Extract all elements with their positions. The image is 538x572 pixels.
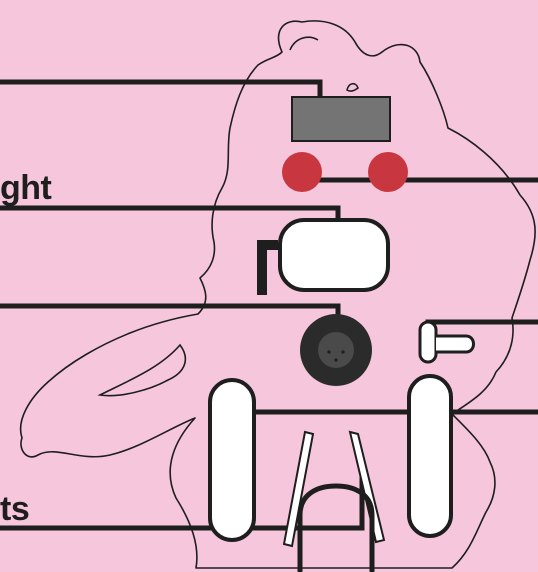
label-nuts-fragment: ts [0,490,30,528]
creature-outline [19,20,536,569]
side-button-body [418,320,438,364]
creature-eye-mark [346,82,359,92]
light-block [278,218,390,292]
wheel-dot-3 [334,358,338,362]
leader-lines [0,79,538,531]
pad-left [208,378,256,542]
leader-line-pads [227,409,538,459]
leader-line-red-buttons [301,175,538,183]
leader-line-wheel [0,303,341,348]
label-light-fragment: ght [0,169,52,207]
red-button-right [368,152,408,192]
grey-panel [291,96,391,142]
wheel-dot-2 [341,350,345,354]
red-button-left [282,152,322,192]
stick-right [348,430,386,544]
creature-arm-detail [97,343,187,397]
leader-line-panel [0,79,323,123]
wheel-dot-1 [327,350,331,354]
pad-right [407,374,453,538]
stick-left [282,430,315,548]
light-handle [257,240,278,295]
wheel-hub [318,332,354,368]
leader-line-nuts [0,467,365,531]
arch [297,483,375,572]
creature-ear-detail [289,36,319,51]
side-button-tab [436,334,475,354]
